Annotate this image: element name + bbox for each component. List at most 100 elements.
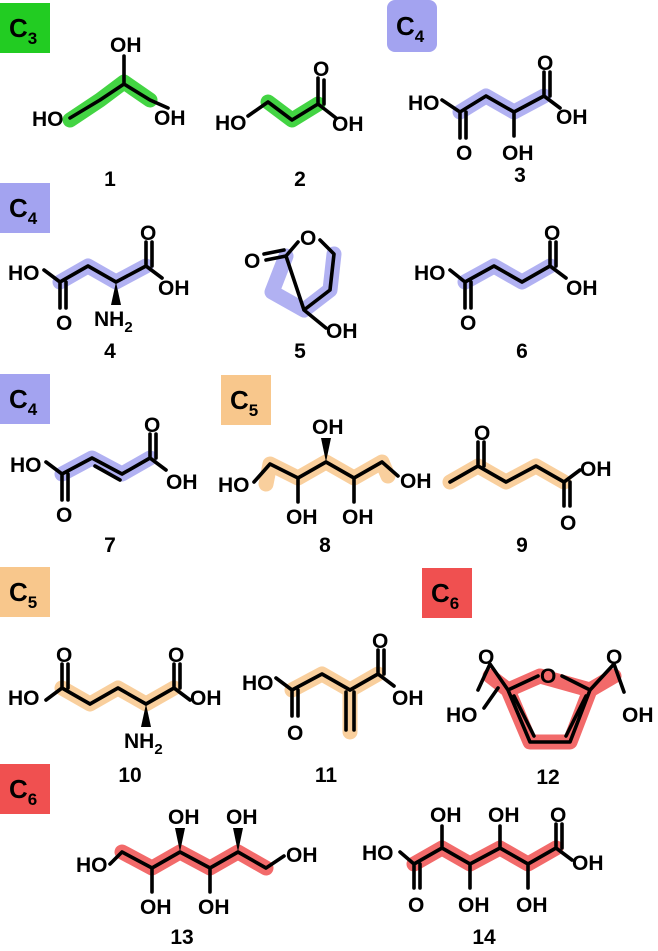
compound-11-oh: OH — [392, 687, 424, 710]
compound-6-bonds — [448, 240, 568, 310]
compound-9-o-top: O — [474, 422, 490, 445]
compound-2-bonds — [246, 76, 338, 122]
compound-10-nh: NH — [124, 730, 154, 753]
compound-14-oh-top-a: OH — [430, 804, 462, 827]
compound-5-bonds — [262, 238, 336, 330]
compound-6-ho: HO — [414, 262, 446, 285]
badge-c6-row5: C6 — [0, 764, 50, 814]
compound-13-oh-bottom-a: OH — [140, 896, 172, 919]
compound-7-number: 7 — [104, 534, 116, 557]
compound-10: HO O O OH NH2 10 — [8, 644, 222, 787]
compound-2-ho: HO — [215, 112, 247, 135]
compound-4: HO O O OH NH2 4 — [8, 222, 190, 363]
badge-c4-row3-bg — [0, 374, 50, 424]
compound-12-o-left: O — [478, 646, 494, 669]
compound-12-o-right: O — [606, 646, 622, 669]
compound-14-bonds — [398, 822, 574, 890]
badge-c4-top-count: 4 — [415, 27, 425, 46]
compound-7-ho: HO — [10, 454, 42, 477]
badge-c6-row5-letter: C — [9, 774, 28, 804]
compound-6-o: O — [460, 312, 476, 335]
compound-1: HO OH OH 1 — [32, 34, 186, 191]
compound-7-o: O — [56, 504, 72, 527]
compound-3-oh-right: OH — [556, 106, 588, 129]
compound-5-number: 5 — [294, 340, 306, 363]
svg-text:C3: C3 — [9, 13, 37, 48]
compound-4-o: O — [56, 312, 72, 335]
compound-3-ho: HO — [408, 92, 440, 115]
badge-c5-row3-count: 5 — [249, 401, 258, 420]
compound-5-oh: OH — [326, 320, 358, 343]
badge-c4-row3: C4 — [0, 374, 50, 424]
compound-8-wedge-top — [321, 438, 331, 462]
compound-4-wedge — [111, 282, 121, 305]
compound-6-o-top: O — [544, 222, 560, 245]
compound-7: HO O O OH 7 — [10, 414, 198, 557]
compound-8-number: 8 — [319, 534, 331, 557]
compound-13-wedge-a — [175, 828, 185, 852]
compound-12-oh: OH — [622, 704, 654, 727]
badge-c6-row4-bg — [422, 568, 472, 618]
svg-text:C5: C5 — [230, 385, 258, 420]
compound-11-ho: HO — [242, 672, 274, 695]
compound-12-number: 12 — [536, 766, 559, 789]
compound-10-wedge — [141, 704, 151, 727]
compound-14-oh-bottom-a: OH — [458, 894, 490, 917]
svg-text:C6: C6 — [431, 578, 459, 613]
compound-13: HO OH OH OH OH OH 13 — [76, 806, 318, 949]
badge-c3-count: 3 — [28, 29, 37, 48]
compound-12-bonds — [476, 662, 626, 744]
compound-6-number: 6 — [516, 340, 528, 363]
badge-c4-top: C4 — [387, 0, 437, 52]
compound-2-o: O — [313, 58, 329, 81]
compound-13-oh-top-a: OH — [168, 806, 200, 829]
compound-1-oh-top: OH — [110, 34, 142, 57]
compound-2: HO O OH 2 — [215, 58, 364, 191]
compound-4-ho: HO — [8, 262, 40, 285]
badge-c4-row2-count: 4 — [28, 209, 38, 228]
compound-1-bonds — [68, 54, 170, 120]
compound-6-oh: OH — [566, 277, 598, 300]
compound-13-oh-bottom-b: OH — [198, 896, 230, 919]
badge-c5-row4-letter: C — [9, 577, 28, 607]
compound-3-number: 3 — [514, 164, 526, 187]
svg-text:C4: C4 — [9, 193, 38, 228]
compound-9: O OH O 9 — [442, 422, 612, 557]
compound-4-nh-sub: 2 — [124, 319, 132, 336]
badge-c4-top-letter: C — [396, 11, 415, 41]
badge-c3-letter: C — [9, 13, 28, 43]
compound-14-o-top: O — [550, 804, 566, 827]
compound-12-ho: HO — [446, 704, 478, 727]
compound-14-oh-bottom-b: OH — [516, 894, 548, 917]
badge-c5-row4-count: 5 — [28, 593, 37, 612]
compound-7-o-top: O — [144, 414, 160, 437]
compound-11-o: O — [287, 722, 303, 745]
compound-5-o-carbonyl: O — [244, 250, 260, 273]
svg-text:NH2: NH2 — [94, 308, 133, 336]
svg-text:NH2: NH2 — [124, 730, 163, 758]
compound-13-bonds — [108, 850, 286, 894]
compound-3: HO O O OH OH 3 — [408, 52, 588, 187]
compound-10-nh-sub: 2 — [154, 741, 162, 758]
badge-c4-row2-letter: C — [9, 193, 28, 223]
compound-4-o-top: O — [140, 222, 156, 245]
badge-c5-row3: C5 — [221, 375, 271, 425]
compound-9-oh: OH — [580, 458, 612, 481]
svg-text:C4: C4 — [396, 11, 425, 46]
compound-3-o-bottom: O — [456, 142, 472, 165]
compound-8-oh-bottom-left: OH — [286, 506, 318, 529]
svg-text:C6: C6 — [9, 774, 37, 809]
compound-13-ho: HO — [76, 854, 108, 877]
compound-8-oh-bottom-right: OH — [342, 506, 374, 529]
compound-14-oh-right: OH — [572, 852, 604, 875]
compound-10-bonds — [44, 662, 192, 706]
compound-10-o: O — [56, 644, 72, 667]
compound-9-bonds — [448, 440, 582, 508]
compound-9-o-bottom: O — [560, 512, 576, 535]
compound-13-wedge-b — [233, 828, 243, 852]
compound-14-o-bottom: O — [408, 894, 424, 917]
compound-10-oh: OH — [190, 687, 222, 710]
compound-4-nh: NH — [94, 308, 124, 331]
compound-1-oh-right: OH — [154, 107, 186, 130]
compound-2-oh: OH — [332, 113, 364, 136]
